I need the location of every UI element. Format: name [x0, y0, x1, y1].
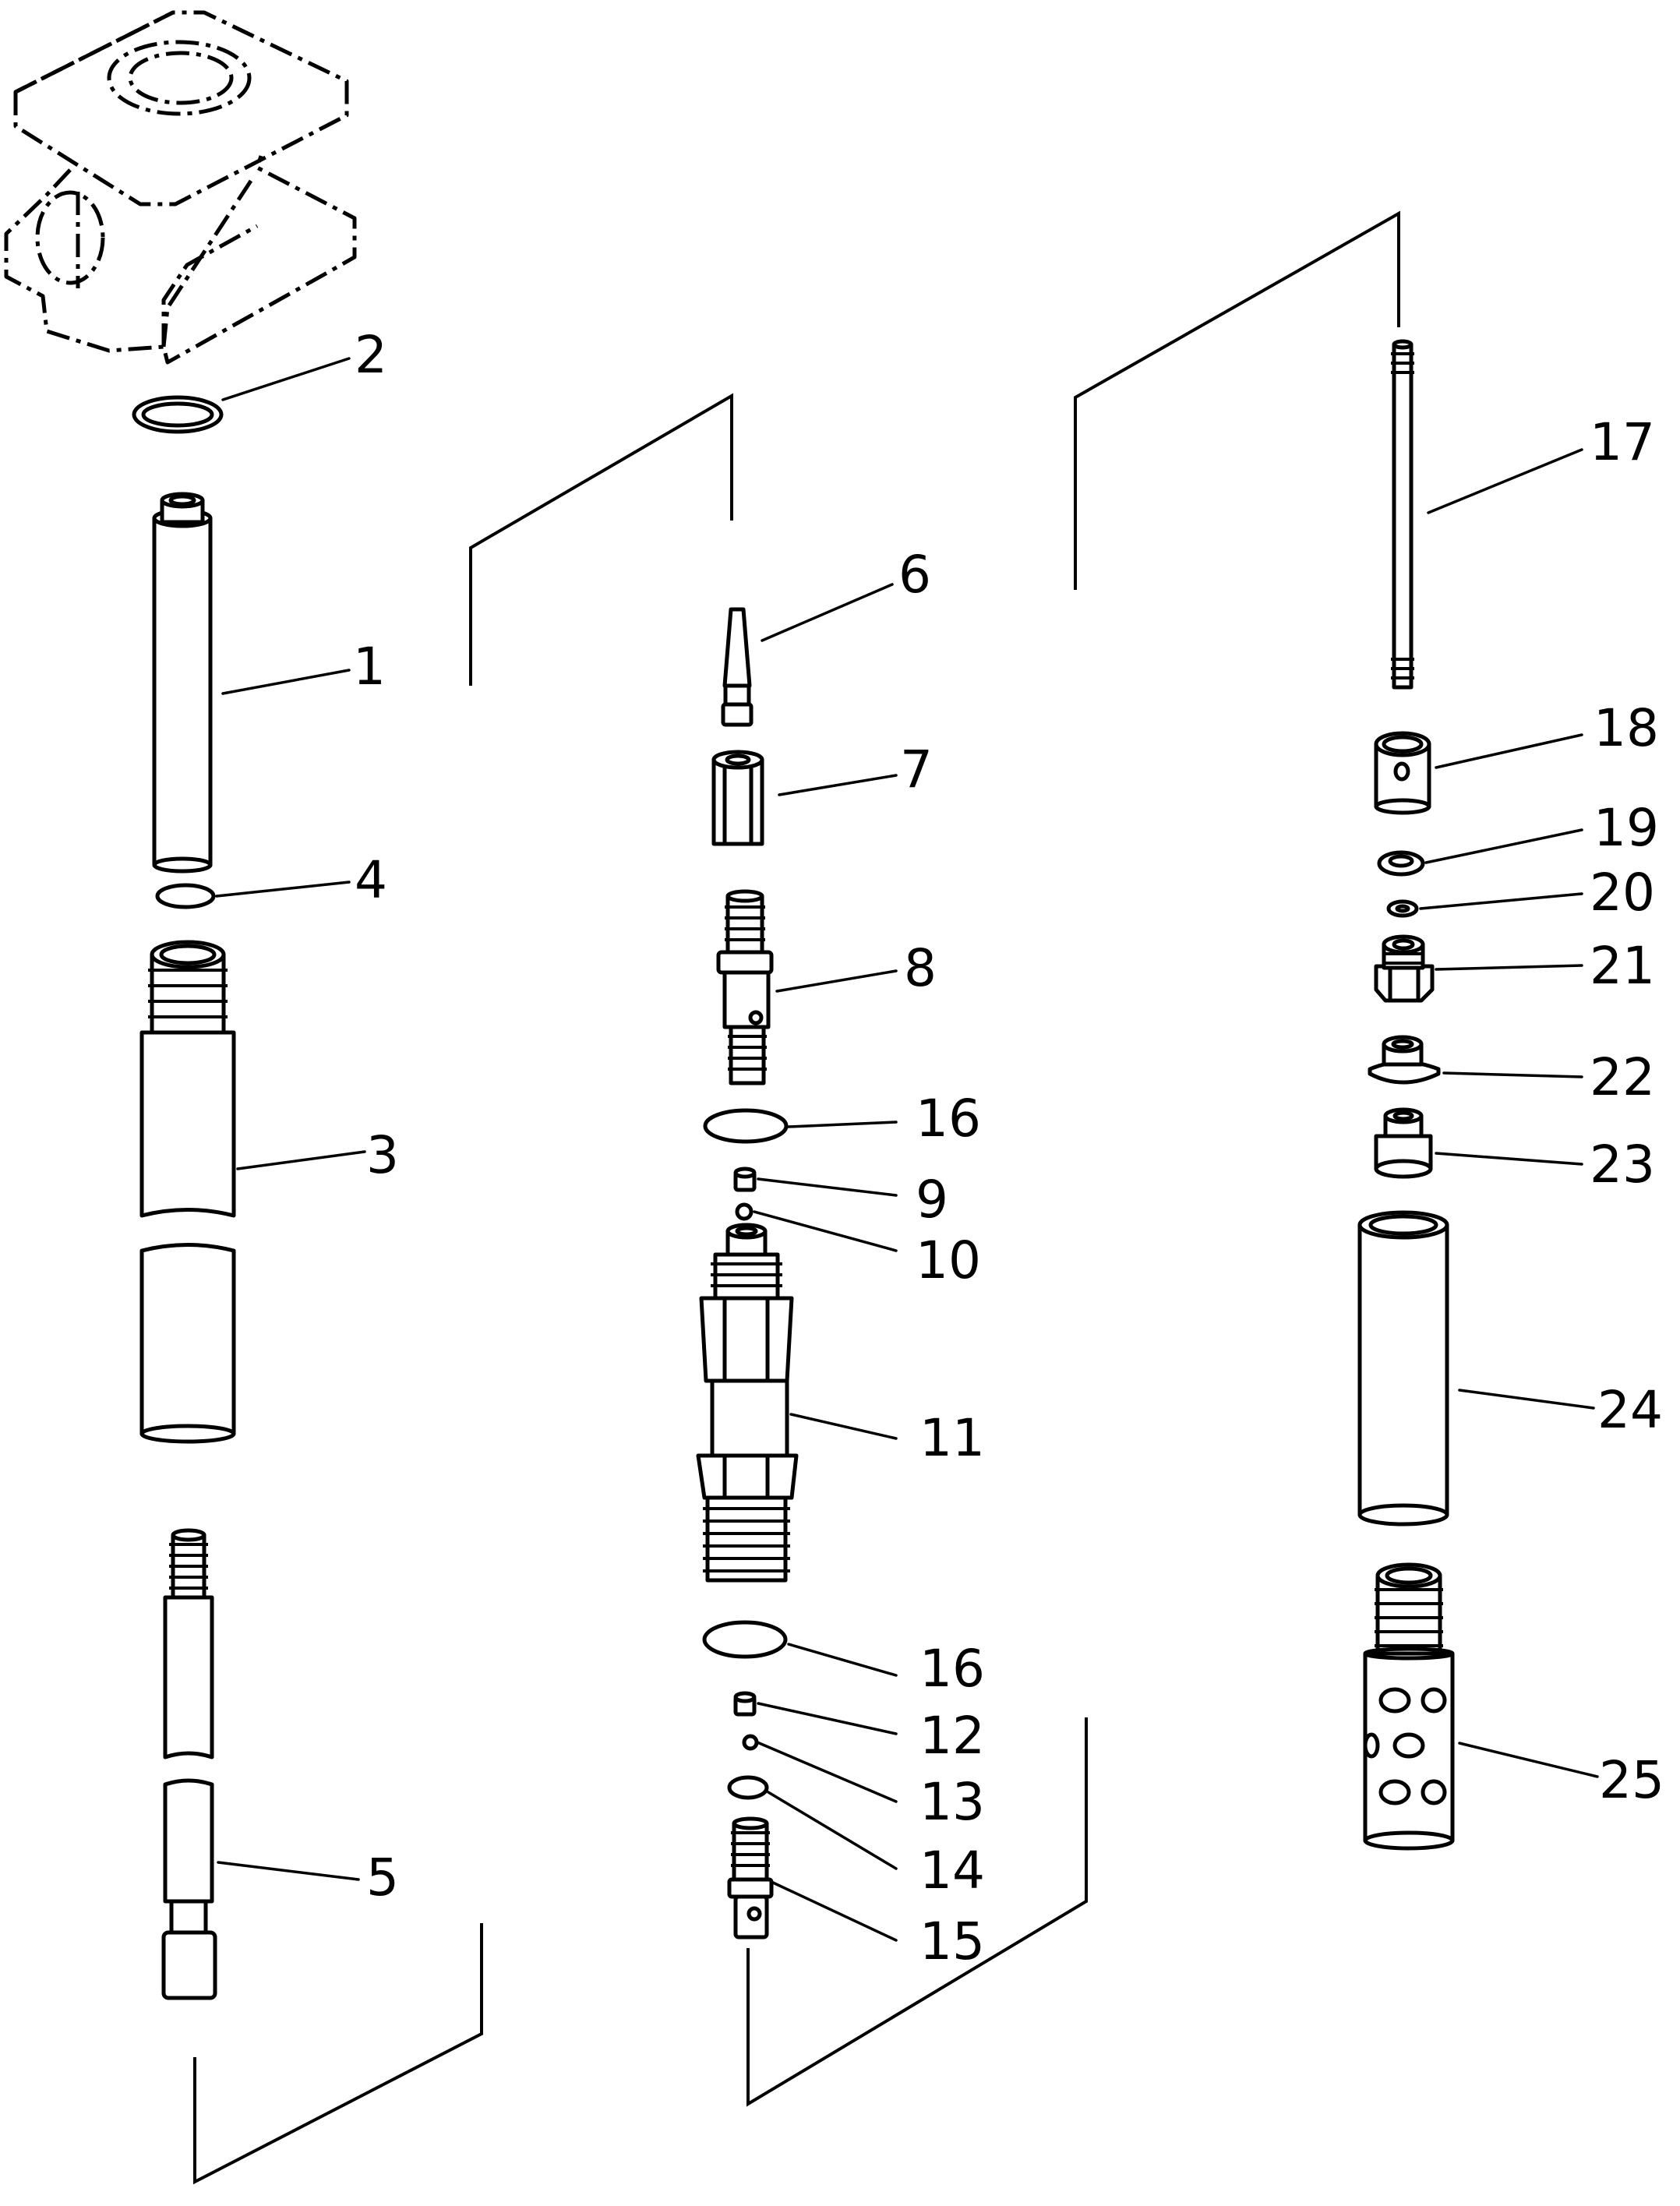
label-part-10: 10 [916, 1230, 981, 1290]
part-4-o-ring [155, 883, 216, 909]
label-part-18: 18 [1594, 698, 1659, 758]
part-13-ball [742, 1734, 759, 1751]
label-part-16-lower: 16 [919, 1639, 985, 1699]
assembly-brackets [193, 210, 1400, 2185]
label-part-23: 23 [1590, 1135, 1655, 1195]
part-labels: 1 2 3 4 5 6 7 8 16 9 10 11 16 12 13 14 1… [353, 325, 1664, 1971]
part-1-tube [152, 492, 213, 874]
label-part-15: 15 [919, 1911, 985, 1971]
part-23-cap [1374, 1107, 1433, 1179]
part-8-stem [716, 889, 774, 1085]
part-16-o-ring-upper [703, 1108, 789, 1144]
label-part-14: 14 [919, 1841, 985, 1901]
label-part-6: 6 [898, 545, 931, 605]
part-25-perforated-sleeve [1363, 1562, 1455, 1851]
valve-body-phantom [4, 10, 357, 365]
part-6-pin [721, 607, 754, 727]
part-3-threaded-tube [139, 940, 236, 1444]
part-17-rod [1391, 339, 1414, 690]
label-part-17: 17 [1590, 412, 1655, 472]
part-10-ball [735, 1202, 754, 1221]
part-18-collar [1374, 731, 1431, 815]
label-part-24: 24 [1597, 1380, 1663, 1440]
part-16-o-ring-lower [702, 1620, 788, 1659]
label-part-11: 11 [919, 1408, 985, 1468]
part-7-nut [711, 750, 764, 846]
part-2-o-ring [132, 395, 224, 434]
label-part-22: 22 [1590, 1047, 1655, 1107]
label-part-3: 3 [366, 1125, 399, 1185]
part-19-washer [1377, 850, 1425, 877]
label-part-8: 8 [904, 938, 937, 998]
part-11-valve-sleeve [696, 1223, 799, 1583]
label-part-12: 12 [919, 1706, 985, 1766]
label-part-20: 20 [1590, 863, 1655, 923]
label-part-7: 7 [900, 739, 933, 799]
part-12-plug [733, 1691, 757, 1717]
part-15-plunger [727, 1816, 774, 1940]
label-part-5: 5 [366, 1848, 399, 1908]
part-9-plug [733, 1167, 757, 1192]
part-14-ring [727, 1775, 769, 1800]
leader-lines [215, 357, 1599, 1942]
label-part-25: 25 [1599, 1750, 1664, 1810]
label-part-1: 1 [353, 637, 386, 697]
part-20-washer [1386, 899, 1419, 918]
label-part-9: 9 [916, 1170, 948, 1230]
label-part-13: 13 [919, 1772, 985, 1832]
label-part-16-upper: 16 [916, 1089, 981, 1149]
label-part-19: 19 [1594, 798, 1659, 858]
part-22-stepped-ring [1368, 1035, 1441, 1085]
part-21-hex-nut [1374, 934, 1435, 1003]
label-part-21: 21 [1590, 936, 1655, 996]
label-part-4: 4 [355, 850, 387, 910]
label-part-2: 2 [355, 325, 387, 385]
part-24-sleeve [1357, 1210, 1449, 1527]
part-5-spool [161, 1528, 217, 2000]
